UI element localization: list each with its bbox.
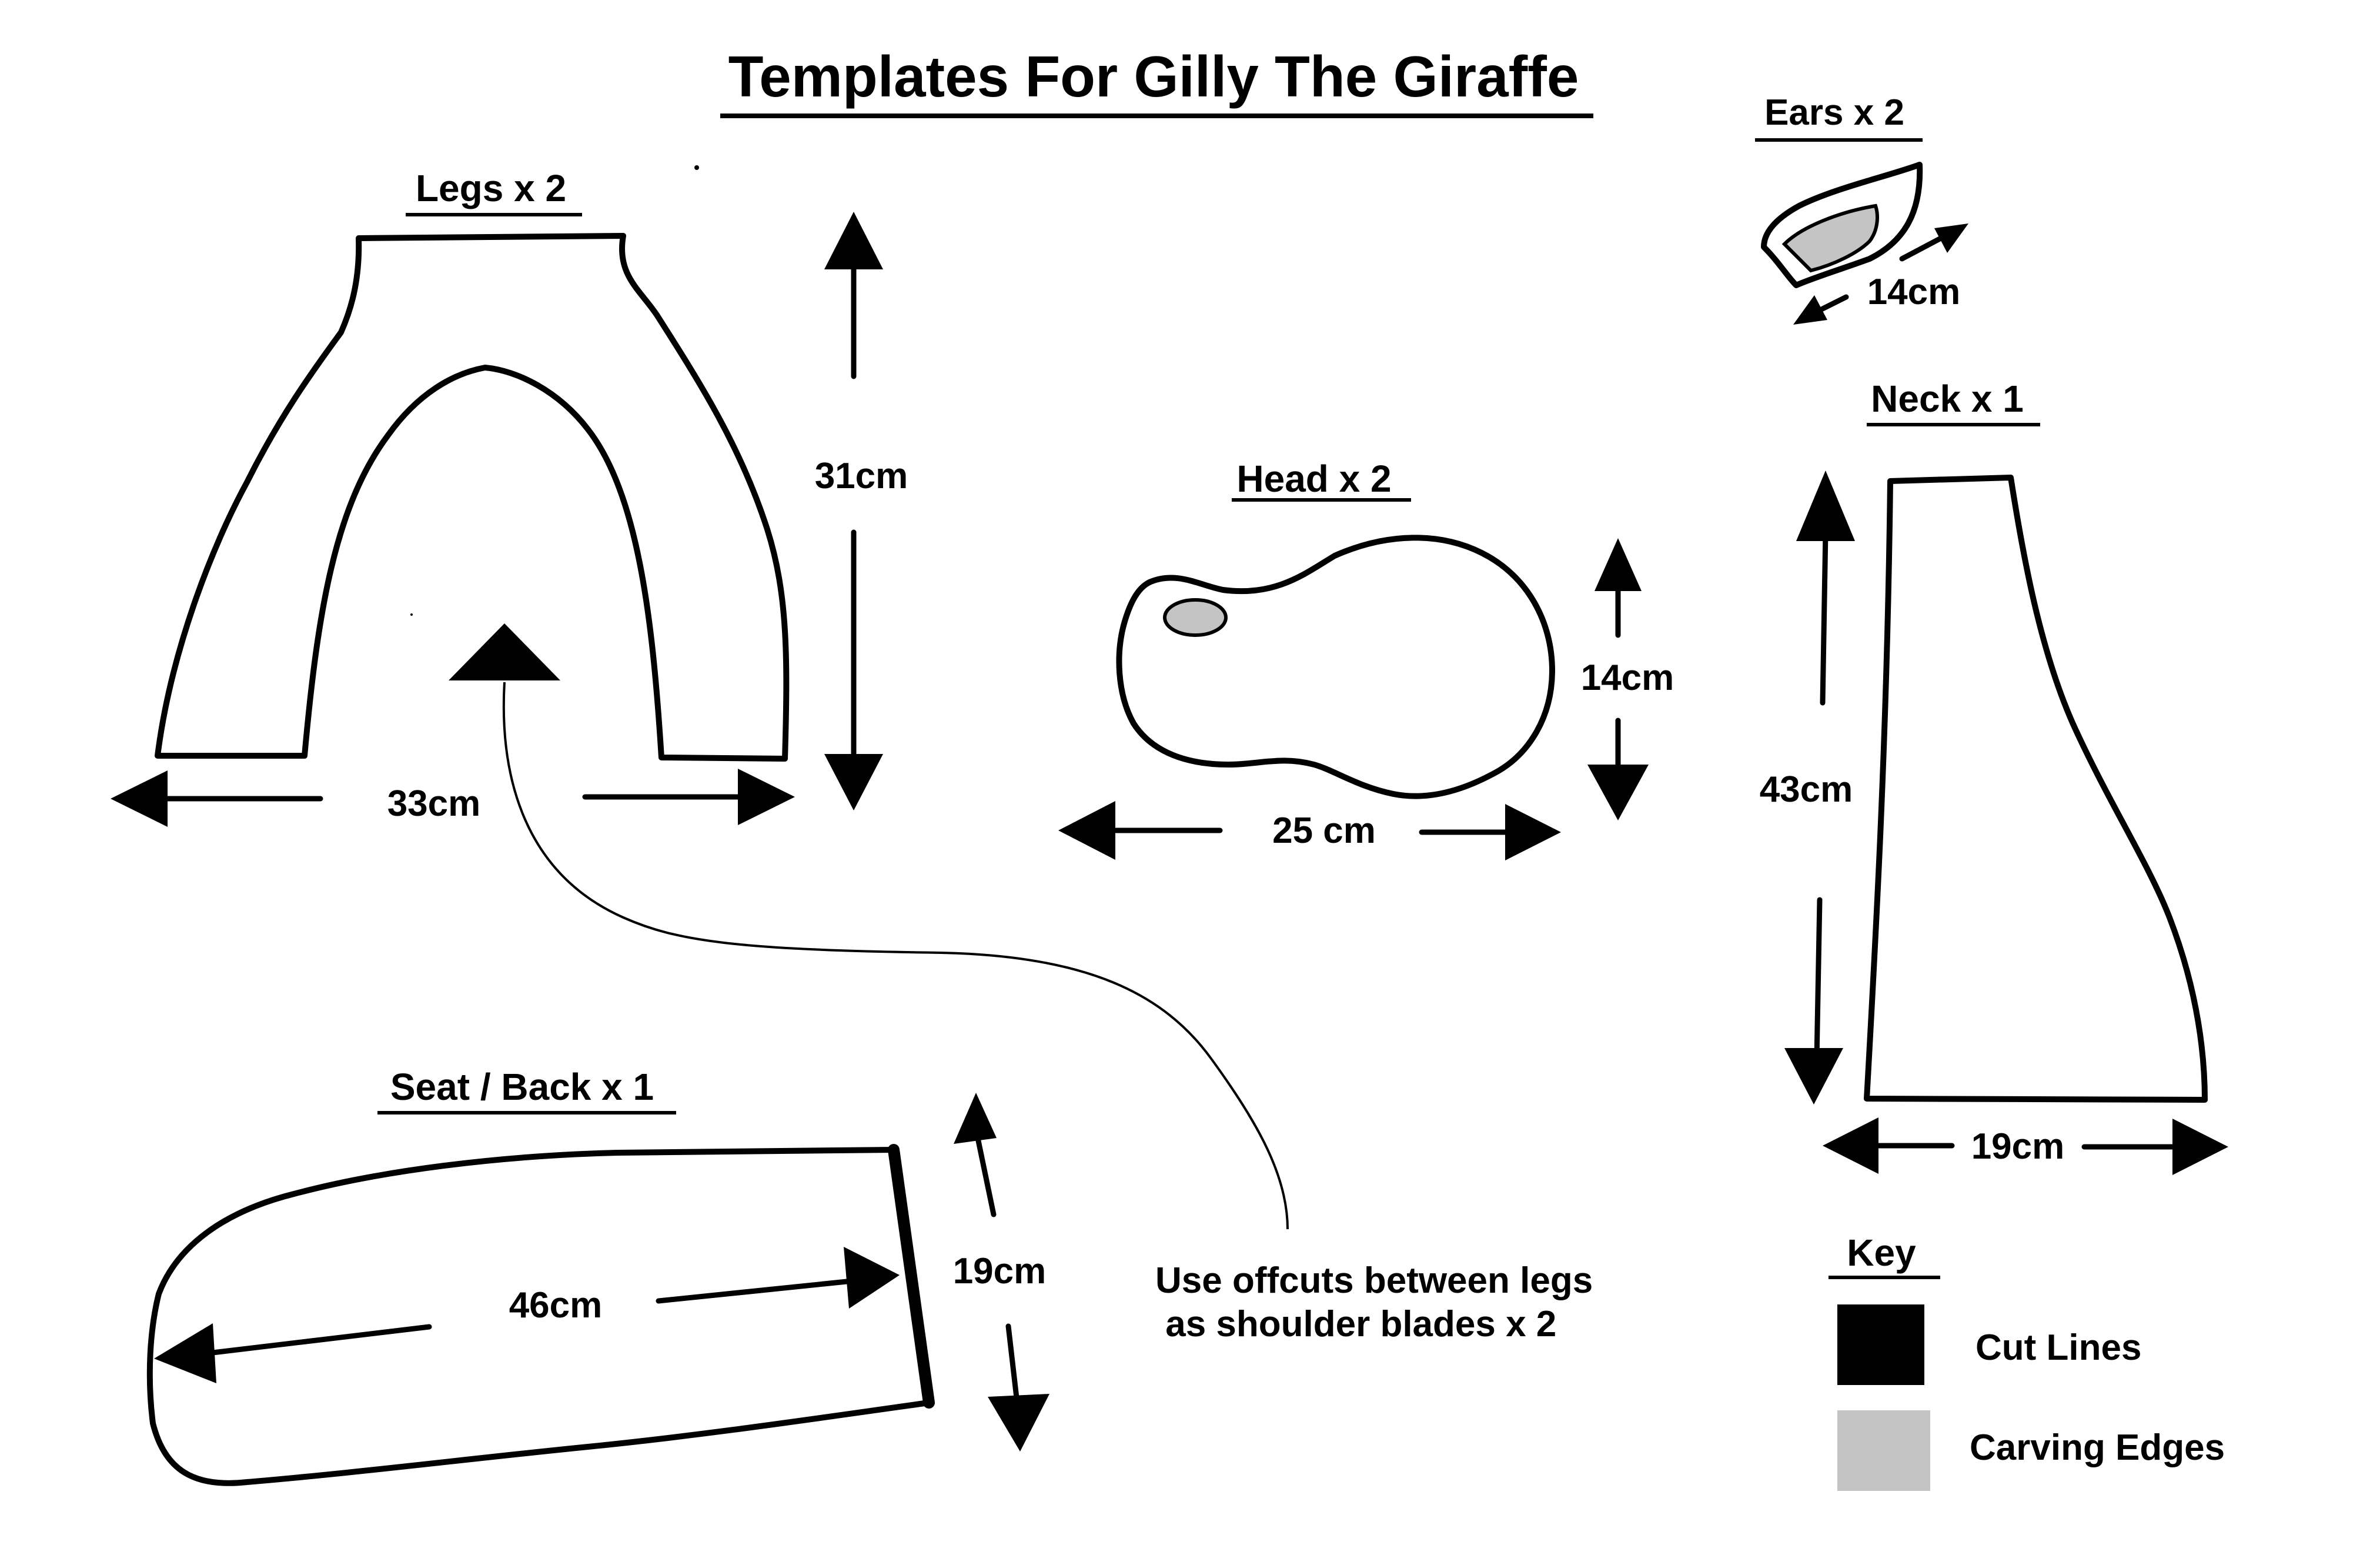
offcut-leader-line	[502, 682, 1289, 1230]
neck-width-arrow-right-head	[2172, 1119, 2228, 1175]
ears-length-value: 14cm	[1867, 272, 1961, 312]
offcut-note-line-2: as shoulder blades x 2	[1155, 1304, 1556, 1344]
seat-template	[146, 1147, 932, 1486]
key-swatch-carving-edges	[1837, 1410, 1930, 1491]
seat-length-arrow-left-head	[154, 1323, 216, 1383]
head-height-arrow-down-head	[1587, 765, 1649, 820]
key-label-cut-lines: Cut Lines	[1975, 1327, 2141, 1368]
head-label: Head x 2	[1236, 458, 1391, 500]
head-height-arrow-up-head	[1595, 538, 1642, 591]
neck-height-arrow-up-head	[1796, 470, 1855, 541]
seat-width-arrow-down-head	[988, 1394, 1049, 1451]
offcut-note-line-1: Use offcuts between legs	[1155, 1260, 1593, 1301]
neck-height-arrow-down-shaft	[1814, 897, 1823, 1062]
head-carving-edge	[1163, 598, 1228, 637]
legs-width-arrow-right-head	[738, 769, 795, 825]
key-label-carving-edges: Carving Edges	[1970, 1427, 2225, 1468]
legs-width-arrow-left-head	[111, 770, 168, 827]
legs-height-value: 31cm	[815, 456, 908, 496]
ears-length-arrow-head-lower	[1793, 295, 1827, 325]
seat-width-arrow-up-head	[954, 1093, 997, 1144]
head-template	[1116, 535, 1555, 799]
neck-height-arrow-down-head	[1784, 1048, 1843, 1104]
seat-label: Seat / Back x 1	[390, 1066, 654, 1108]
page-title: Templates For Gilly The Giraffe	[728, 44, 1579, 109]
speck	[410, 613, 413, 616]
ears-label: Ears x 2	[1764, 92, 1904, 133]
key-title: Key	[1847, 1232, 1916, 1274]
neck-label: Neck x 1	[1871, 378, 2024, 420]
neck-width-arrow-left-head	[1823, 1117, 1878, 1174]
legs-height-arrow-down-head	[824, 754, 883, 810]
seat-length-arrow-left-shaft	[200, 1324, 432, 1357]
key-swatch-cut-lines	[1837, 1304, 1924, 1385]
neck-width-value: 19cm	[1971, 1126, 2065, 1167]
neck-height-value: 43cm	[1760, 769, 1853, 810]
head-height-value: 14cm	[1581, 658, 1674, 698]
legs-width-value: 33cm	[387, 783, 481, 824]
seat-width-arrow-up-shaft	[974, 1132, 997, 1217]
legs-template	[155, 233, 790, 762]
seat-width-arrow-down-shaft	[1005, 1323, 1020, 1406]
ear-carving-edge	[1781, 203, 1879, 273]
speck	[694, 165, 699, 170]
ears-length-arrow-head-upper	[1934, 223, 1968, 253]
neck-height-arrow-up-shaft	[1820, 529, 1829, 706]
legs-label: Legs x 2	[416, 167, 566, 209]
seat-length-value: 46cm	[509, 1285, 603, 1326]
neck-template	[1864, 475, 2208, 1103]
head-width-value: 25 cm	[1272, 810, 1376, 851]
seat-length-arrow-right-head	[844, 1247, 900, 1309]
head-width-arrow-left-head	[1058, 801, 1115, 860]
seat-width-value: 19cm	[953, 1251, 1047, 1292]
seat-cut-edge	[888, 1144, 935, 1409]
head-width-arrow-right-head	[1505, 804, 1561, 860]
seat-length-arrow-right-shaft	[656, 1278, 855, 1304]
legs-height-arrow-up-head	[824, 212, 883, 269]
offcut-triangle	[449, 623, 560, 680]
